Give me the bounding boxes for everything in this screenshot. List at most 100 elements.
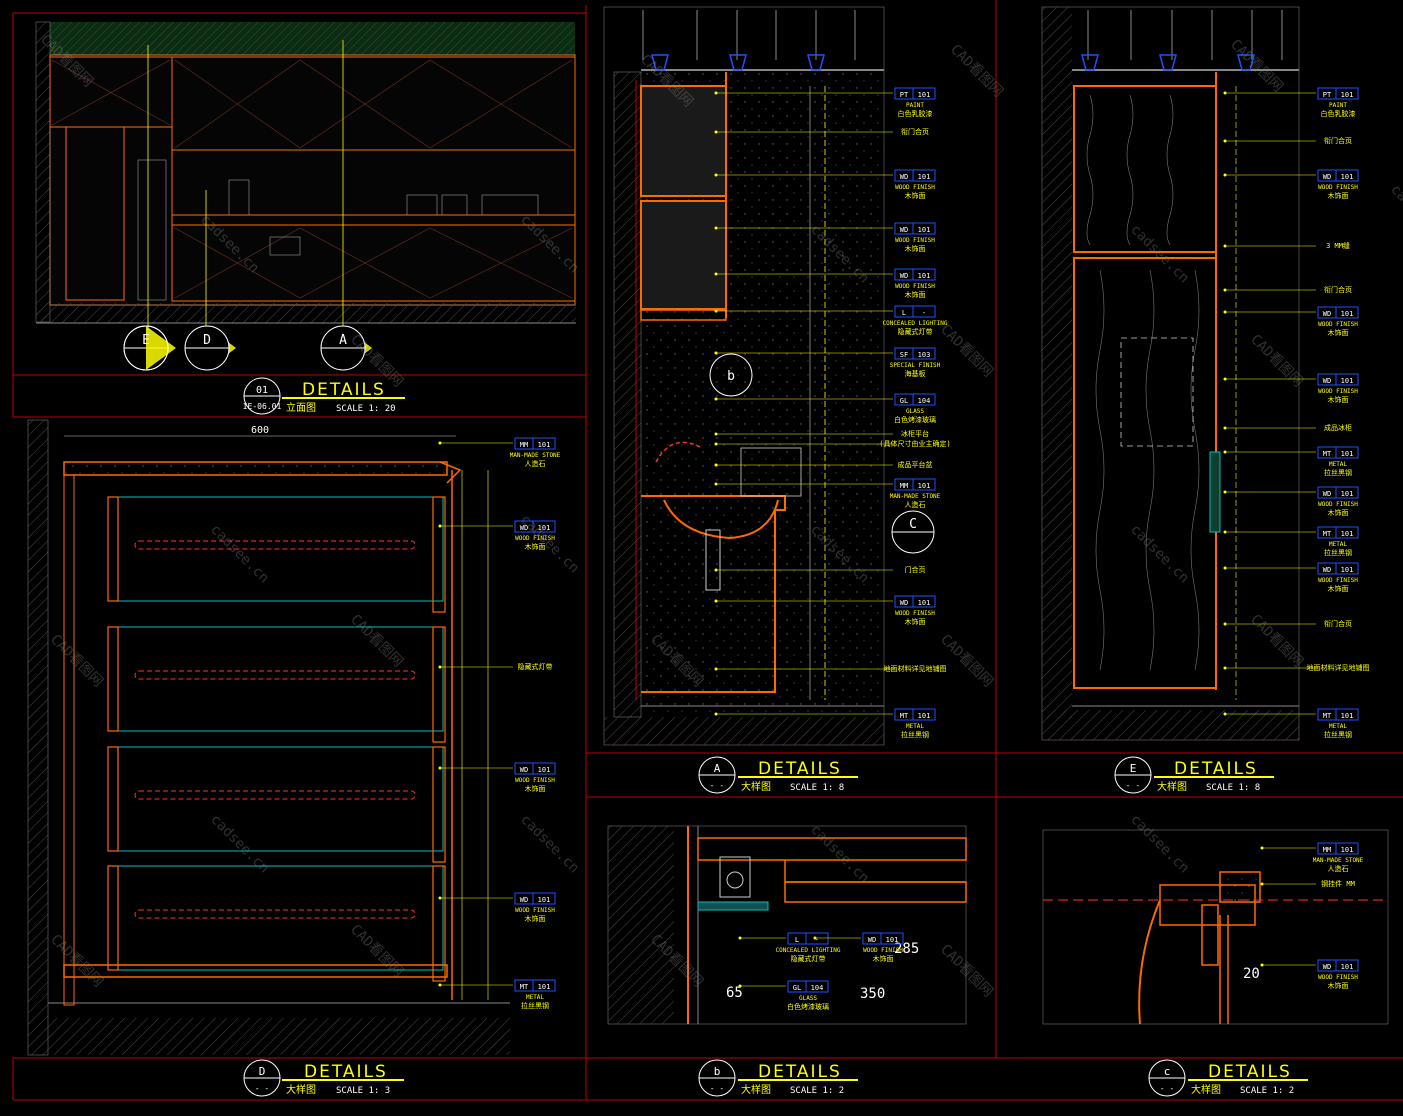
e-tag-num: 101 (1341, 173, 1354, 181)
e-tag-code: MT (1323, 530, 1332, 538)
a-tag-en: WOOD FINISH (895, 237, 935, 244)
section-marker-a[interactable]: A (320, 325, 372, 371)
d-tag-cn: 木饰面 (525, 784, 546, 793)
e-leader-dot (1223, 666, 1227, 670)
watermark: CAD看图网 (1247, 612, 1306, 671)
d-tag-code: WD (520, 524, 528, 532)
watermark: cadsee.cn (207, 812, 272, 877)
e-annotation: 3 MM缝 (1223, 241, 1350, 250)
a-tag-cn: (具体尺寸由业主确定) (879, 439, 950, 448)
e-tag-cn: 木饰面 (1328, 584, 1349, 593)
c-tag-code: WD (1323, 963, 1331, 971)
a-tag-code: WD (900, 599, 908, 607)
e-tag-cn: 衔门合页 (1324, 285, 1352, 294)
a-tag-cn: 人造石 (905, 500, 926, 509)
a-tag-code: SF (900, 351, 908, 359)
a-tag-cn: 木饰面 (905, 191, 926, 200)
e-tag-num: 101 (1341, 310, 1354, 318)
a-leader-dot (714, 397, 718, 401)
section-marker-d[interactable]: D (184, 325, 236, 371)
a-tag-en: WOOD FINISH (895, 184, 935, 191)
d-tag-box (514, 892, 556, 905)
d-leader-dot (438, 766, 442, 770)
title-b-subtitle: 大样图 (741, 1083, 771, 1096)
a-tag-en: SPECIAL FINISH (890, 362, 941, 369)
d-shelf-front (107, 626, 119, 732)
title-elevation-subtitle: 立面图 (286, 401, 316, 414)
e-tag-cn: 木饰面 (1328, 191, 1349, 200)
a-tag-en: CONCEALED LIGHTING (882, 320, 947, 327)
title-a-main: DETAILS (758, 759, 842, 779)
title-block-e: E - - DETAILS 大样图 SCALE 1: 8 (1114, 756, 1274, 794)
watermark: cadsee.cn (1387, 182, 1403, 247)
a-tag-num: 101 (918, 712, 931, 720)
title-a-subtitle: 大样图 (741, 780, 771, 793)
e-tag-code: WD (1323, 377, 1331, 385)
a-tag-code: L (902, 309, 906, 317)
d-shelf-back (432, 746, 446, 863)
a-annotation: 冰柜平台 (714, 429, 929, 438)
e-tag-box (1317, 708, 1359, 721)
dim-b-65: 65 (726, 985, 743, 1001)
a-annotation: 地面材料详见地铺图 (714, 664, 947, 673)
watermark: CAD看图网 (937, 322, 996, 381)
e-tag-code: WD (1323, 173, 1331, 181)
d-leader-dot (438, 983, 442, 987)
detail-callout-b-label: b (727, 369, 735, 384)
e-leader-dot (1223, 173, 1227, 177)
e-tag-en: WOOD FINISH (1318, 577, 1358, 584)
e-tag-box (1317, 373, 1359, 386)
a-leader-dot (714, 173, 718, 177)
dim-d-width: 600 (251, 425, 269, 436)
b-tag-box (787, 980, 829, 993)
e-leader-dot (1223, 310, 1227, 314)
watermark: cadsee.cn (1127, 812, 1192, 877)
detail-callout-c[interactable]: C (891, 510, 935, 554)
d-tag-num: 101 (538, 441, 551, 449)
c-tag-code: MM (1323, 846, 1331, 854)
title-block-c: c - - DETAILS 大样图 SCALE 1: 2 (1148, 1059, 1308, 1097)
a-tag-num: 101 (918, 482, 931, 490)
sheet-frames (12, 0, 1403, 1101)
b-leader-dot (738, 984, 742, 988)
a-leader-dot (714, 351, 718, 355)
d-light-strip (134, 670, 416, 680)
d-tag-num: 101 (538, 896, 551, 904)
section-marker-e[interactable]: E (123, 325, 176, 371)
watermark: CAD看图网 (47, 632, 106, 691)
section-marker-a-label: A (339, 333, 347, 348)
detail-callout-b[interactable]: b (709, 353, 753, 397)
e-tag-en: METAL (1329, 541, 1347, 548)
watermark: CAD看图网 (937, 632, 996, 691)
d-light-strip (134, 909, 416, 919)
title-block-elevation: 01 IE-06.01 DETAILS 立面图 SCALE 1: 20 (243, 377, 405, 415)
a-leader-dot (714, 667, 718, 671)
a-tag-en: MAN-MADE STONE (890, 493, 941, 500)
a-tag-cn: 隐藏式灯带 (898, 327, 933, 336)
a-tag-cn: 白色乳胶漆 (898, 109, 933, 118)
d-light-strip (134, 540, 416, 550)
a-tag-cn: 木饰面 (905, 290, 926, 299)
e-leader-dot (1223, 244, 1227, 248)
e-tag-num: 101 (1341, 530, 1354, 538)
e-tag-num: 101 (1341, 566, 1354, 574)
d-tag-num: 101 (538, 524, 551, 532)
e-leader-dot (1223, 566, 1227, 570)
title-d-main: DETAILS (304, 1062, 388, 1082)
e-tag-code: WD (1323, 310, 1331, 318)
a-annotation: (具体尺寸由业主确定) (714, 439, 951, 448)
title-block-b: b - - DETAILS 大样图 SCALE 1: 2 (698, 1059, 858, 1097)
a-leader-dot (714, 309, 718, 313)
